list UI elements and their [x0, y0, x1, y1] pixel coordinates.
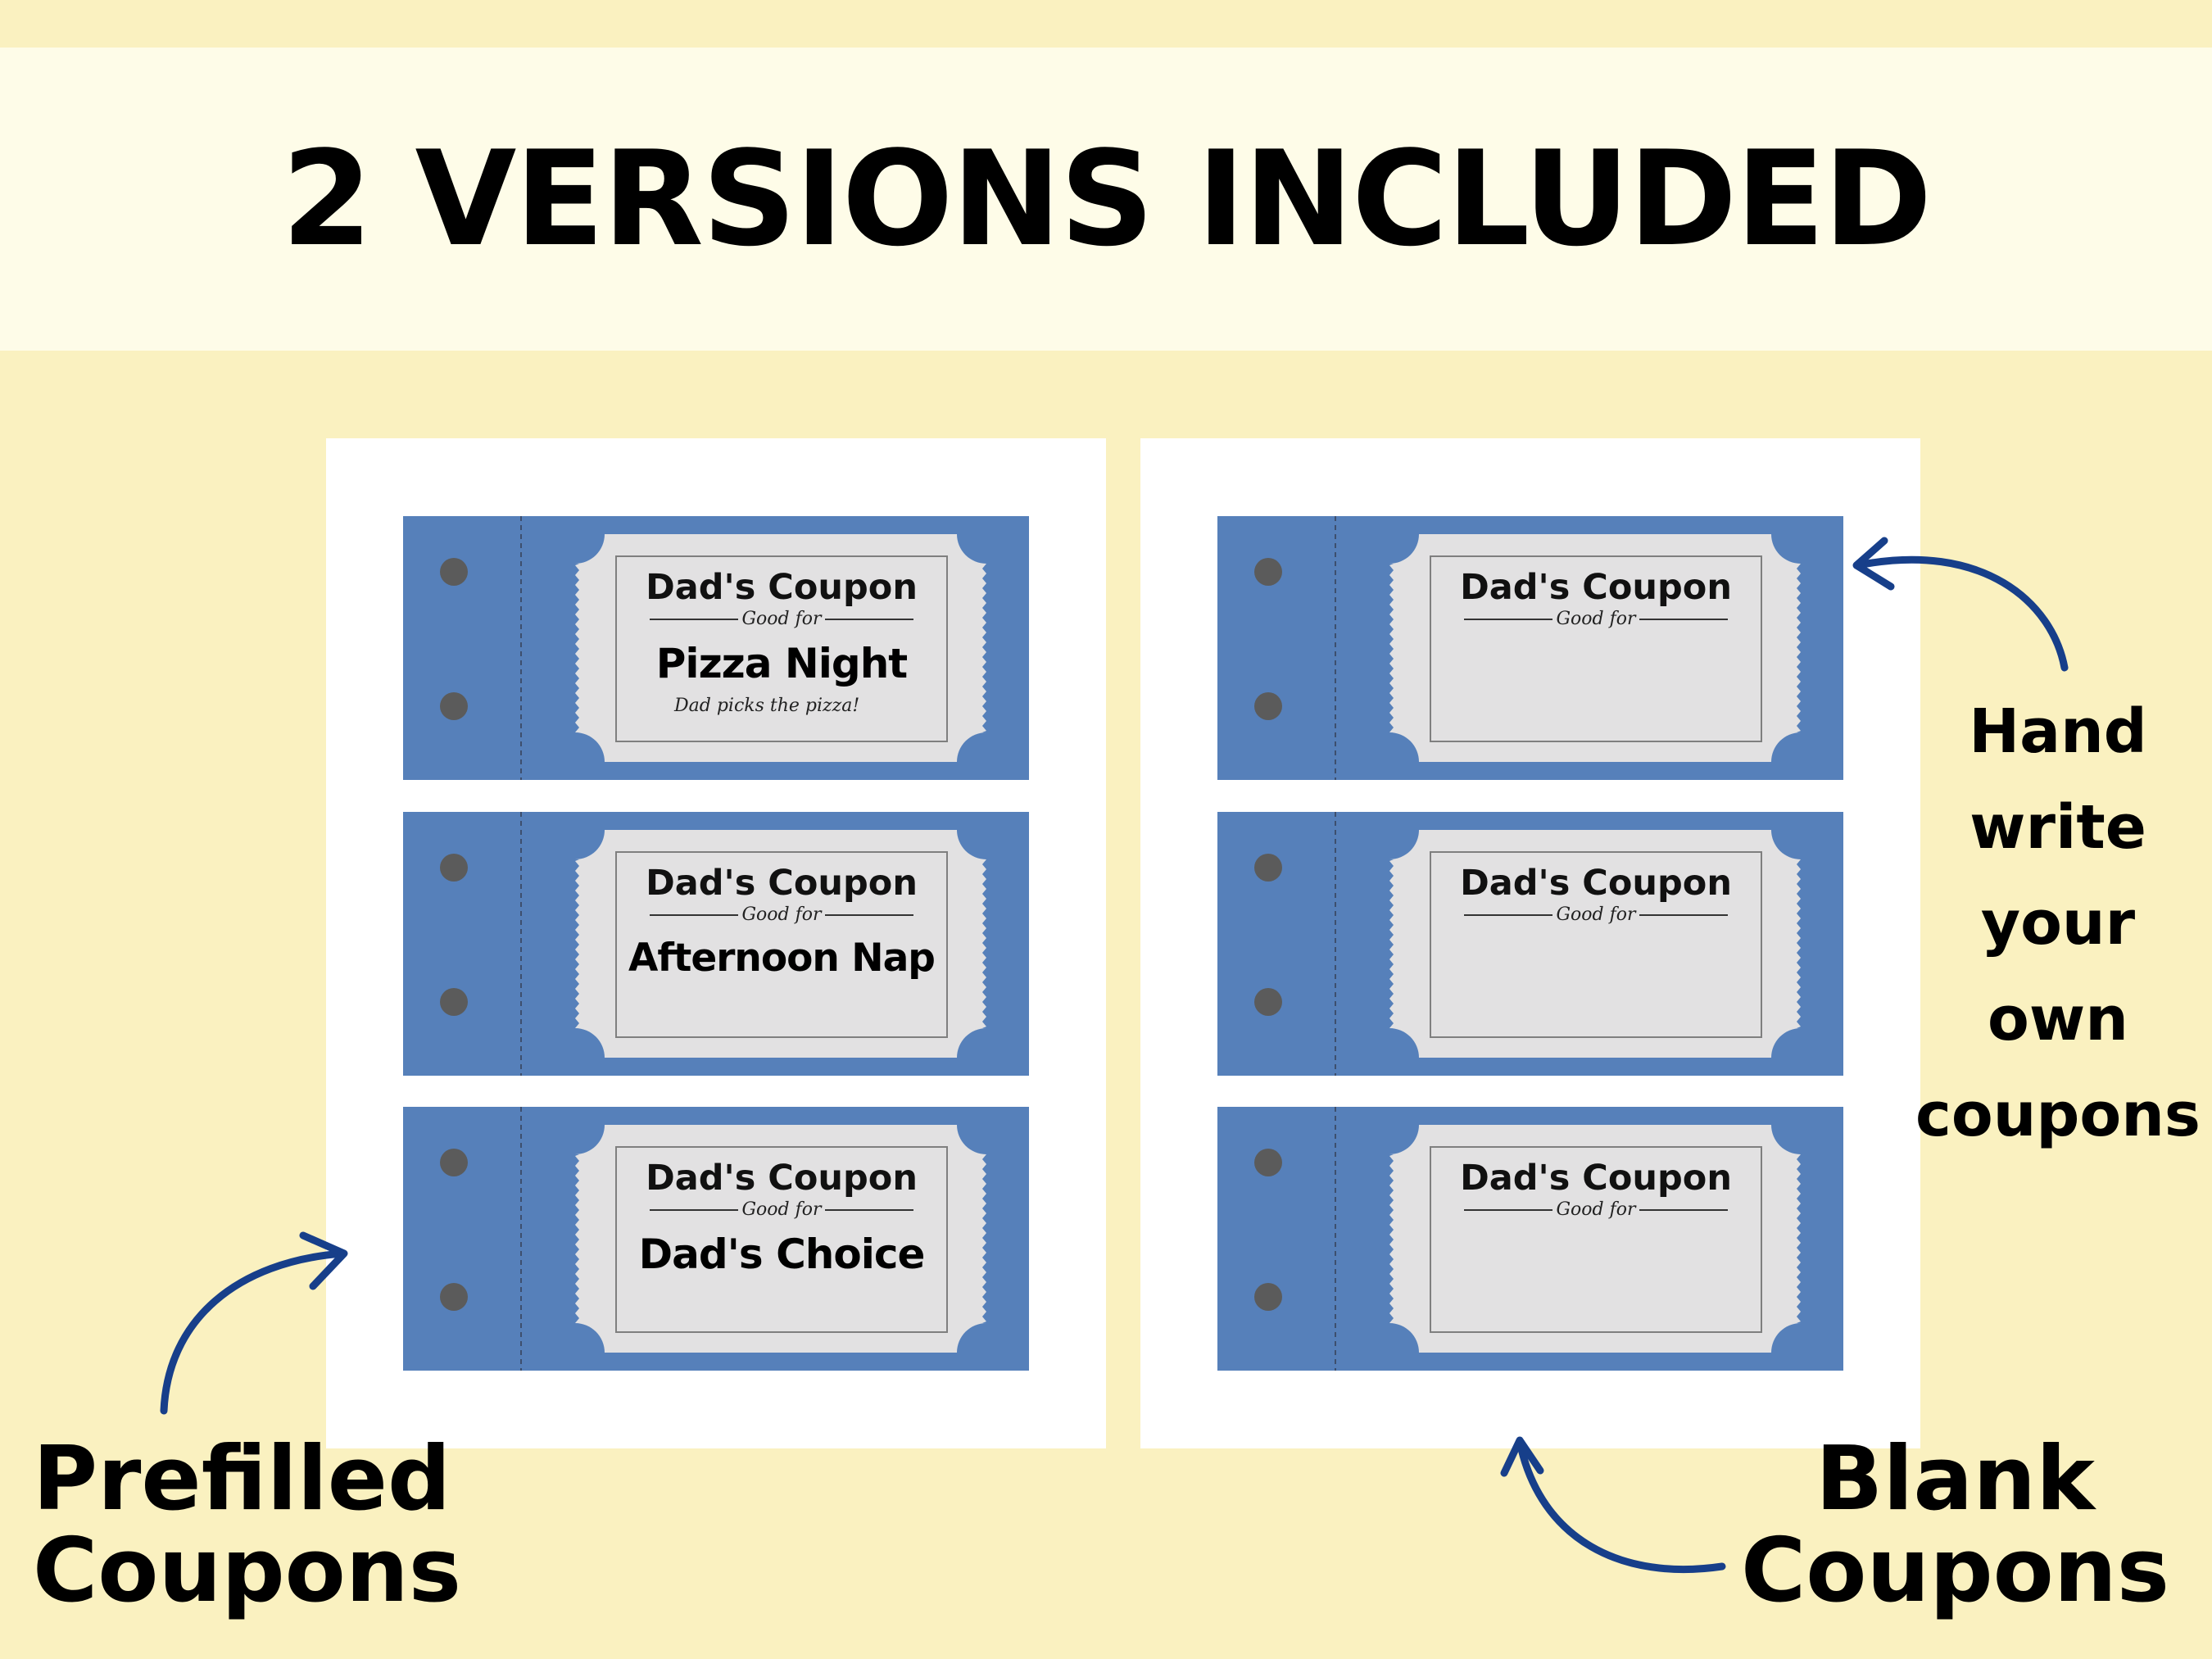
- prefilled-sheet: Dad's Coupon Good for Pizza Night Dad pi…: [326, 438, 1106, 1448]
- good-for-row: Good for: [1464, 609, 1729, 629]
- page-title: 2 VERSIONS INCLUDED: [281, 122, 1933, 275]
- coupon-offer: Pizza Night: [655, 640, 908, 687]
- handwrite-label-line: coupons: [1915, 1080, 2201, 1150]
- ticket-stub: [575, 830, 986, 1058]
- blank-label: Blank Coupons: [1741, 1434, 2169, 1617]
- blank-label-line: Coupons: [1741, 1520, 2170, 1622]
- coupon-note: Dad picks the pizza!: [674, 696, 860, 716]
- ticket-icon: [1217, 1107, 1843, 1371]
- coupon-frame: Dad's Coupon Good for Pizza Night Dad pi…: [615, 555, 948, 742]
- ticket-icon: [1217, 516, 1843, 780]
- good-for-row: Good for: [650, 1199, 914, 1220]
- ticket-icon: [403, 1107, 1029, 1371]
- good-for-row: Good for: [1464, 904, 1729, 925]
- good-for-label: Good for: [1556, 1199, 1636, 1220]
- ticket-stub: [1389, 830, 1801, 1058]
- coupon-heading: Dad's Coupon: [646, 863, 918, 904]
- good-for-label: Good for: [1556, 904, 1636, 925]
- handwrite-label-line: own: [1988, 984, 2128, 1054]
- blank-label-line: Blank: [1815, 1428, 2095, 1530]
- punch-hole-icon: [1254, 988, 1282, 1016]
- good-for-label: Good for: [741, 1199, 822, 1220]
- divider: [650, 1209, 739, 1211]
- coupon-ticket: Dad's Coupon Good for: [1217, 516, 1843, 780]
- divider: [650, 619, 739, 620]
- handwrite-label-line: Hand: [1969, 696, 2147, 767]
- coupon-ticket: Dad's Coupon Good for Pizza Night Dad pi…: [403, 516, 1029, 780]
- punch-hole-icon: [440, 988, 468, 1016]
- punch-hole-icon: [1254, 692, 1282, 720]
- coupon-offer: Dad's Choice: [638, 1231, 926, 1278]
- punch-hole-icon: [1254, 558, 1282, 586]
- coupon-frame: Dad's Coupon Good for Dad's Choice: [615, 1146, 948, 1333]
- coupon-frame: Dad's Coupon Good for: [1430, 555, 1762, 742]
- divider: [1639, 1209, 1729, 1211]
- punch-hole-icon: [440, 692, 468, 720]
- divider: [1464, 619, 1553, 620]
- coupon-frame: Dad's Coupon Good for: [1430, 1146, 1762, 1333]
- ticket-stub: [1389, 534, 1801, 762]
- coupon-heading: Dad's Coupon: [1460, 863, 1732, 904]
- punch-hole-icon: [440, 558, 468, 586]
- good-for-row: Good for: [650, 904, 914, 925]
- ticket-stub: [575, 534, 986, 762]
- coupon-heading: Dad's Coupon: [646, 1158, 918, 1199]
- good-for-row: Good for: [1464, 1199, 1729, 1220]
- prefilled-label: Prefilled Coupons: [33, 1434, 461, 1617]
- handwrite-label: Hand write your own coupons: [1915, 684, 2201, 1163]
- coupon-ticket: Dad's Coupon Good for Dad's Choice: [403, 1107, 1029, 1371]
- handwrite-label-line: write: [1969, 792, 2146, 863]
- ticket-stub: [1389, 1125, 1801, 1353]
- punch-hole-icon: [440, 1149, 468, 1176]
- divider: [650, 914, 739, 916]
- coupon-ticket: Dad's Coupon Good for: [1217, 1107, 1843, 1371]
- prefilled-label-line: Coupons: [33, 1520, 462, 1622]
- good-for-label: Good for: [741, 609, 822, 629]
- coupon-offer: Afternoon Nap: [628, 936, 936, 981]
- punch-hole-icon: [440, 854, 468, 882]
- divider: [1639, 619, 1729, 620]
- coupon-frame: Dad's Coupon Good for: [1430, 851, 1762, 1038]
- ticket-icon: [403, 812, 1029, 1076]
- coupon-heading: Dad's Coupon: [1460, 567, 1732, 608]
- header-band: 2 VERSIONS INCLUDED: [0, 48, 2212, 351]
- punch-hole-icon: [1254, 1283, 1282, 1311]
- ticket-icon: [403, 516, 1029, 780]
- punch-hole-icon: [1254, 854, 1282, 882]
- divider: [824, 1209, 914, 1211]
- blank-sheet: Dad's Coupon Good for Dad's Coupon Good …: [1140, 438, 1920, 1448]
- punch-hole-icon: [440, 1283, 468, 1311]
- coupon-ticket: Dad's Coupon Good for: [1217, 812, 1843, 1076]
- coupon-heading: Dad's Coupon: [1460, 1158, 1732, 1199]
- coupon-heading: Dad's Coupon: [646, 567, 918, 608]
- good-for-row: Good for: [650, 609, 914, 629]
- prefilled-label-line: Prefilled: [33, 1428, 451, 1530]
- divider: [1464, 1209, 1553, 1211]
- divider: [824, 914, 914, 916]
- coupon-frame: Dad's Coupon Good for Afternoon Nap: [615, 851, 948, 1038]
- punch-hole-icon: [1254, 1149, 1282, 1176]
- coupon-ticket: Dad's Coupon Good for Afternoon Nap: [403, 812, 1029, 1076]
- good-for-label: Good for: [741, 904, 822, 925]
- ticket-stub: [575, 1125, 986, 1353]
- good-for-label: Good for: [1556, 609, 1636, 629]
- divider: [1639, 914, 1729, 916]
- handwrite-label-line: your: [1980, 888, 2136, 959]
- divider: [1464, 914, 1553, 916]
- ticket-icon: [1217, 812, 1843, 1076]
- divider: [824, 619, 914, 620]
